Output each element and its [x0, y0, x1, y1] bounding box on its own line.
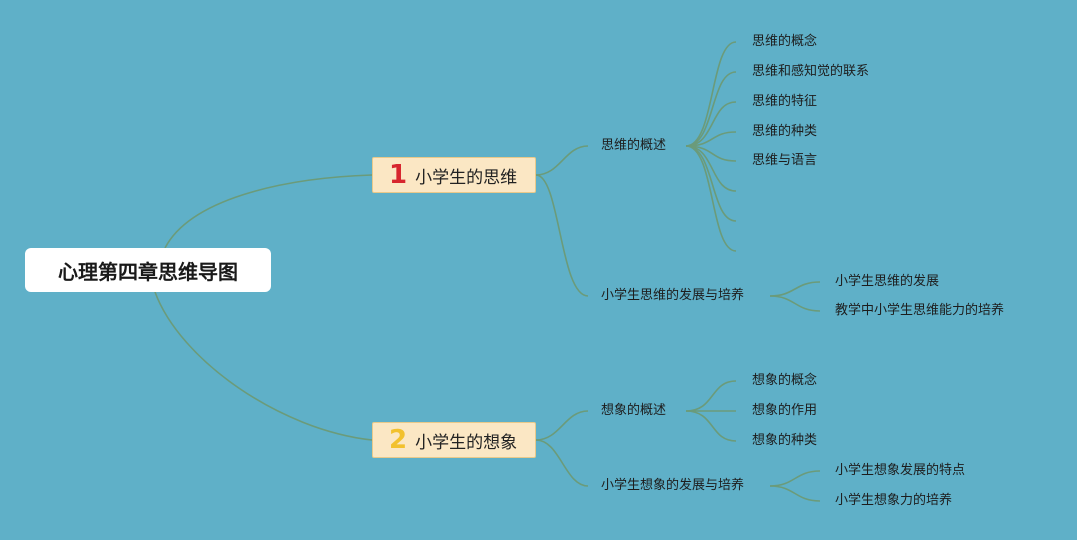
leaf-node[interactable]: 教学中小学生思维能力的培养 — [835, 303, 1005, 318]
sub-node-imagination-development[interactable]: 小学生想象的发展与培养 — [601, 478, 745, 493]
edge-fan-2 — [685, 71, 737, 147]
root-node-title[interactable]: 心理第四章思维导图 — [25, 248, 271, 292]
edge-fan-3 — [685, 101, 737, 147]
edge-b2s2-c1 — [769, 470, 821, 487]
number-1-icon: 1 — [389, 160, 408, 190]
branch-label: 小学生的想象 — [415, 432, 518, 453]
edge-fan-1 — [685, 41, 737, 147]
sub-node-imagination-overview[interactable]: 想象的概述 — [601, 403, 667, 418]
edge-b2s1-c3 — [685, 410, 737, 442]
branch-node-thinking[interactable]: 1 小学生的思维 — [372, 157, 536, 193]
leaf-node[interactable]: 小学生想象力的培养 — [835, 493, 953, 508]
branch-label: 小学生的思维 — [415, 167, 518, 188]
edge-b1s2-c2 — [769, 295, 821, 312]
edge-b2s1-c1 — [685, 380, 737, 412]
leaf-node[interactable]: 小学生想象发展的特点 — [835, 463, 966, 478]
leaf-node[interactable]: 思维的概念 — [752, 34, 818, 49]
edge-b2-sub2 — [535, 439, 589, 487]
edge-root-branch-2 — [154, 291, 373, 441]
edge-b2-sub1 — [535, 410, 589, 441]
edge-b1s2-c1 — [769, 281, 821, 297]
edge-b2s2-c2 — [769, 485, 821, 502]
leaf-node[interactable]: 思维的特征 — [752, 94, 818, 109]
edge-b1-sub2 — [535, 174, 589, 297]
leaf-node[interactable]: 小学生思维的发展 — [835, 274, 940, 289]
branch-node-imagination[interactable]: 2 小学生的想象 — [372, 422, 536, 458]
sub-node-thinking-development[interactable]: 小学生思维的发展与培养 — [601, 288, 745, 303]
edge-root-branch-1 — [164, 174, 373, 249]
leaf-node[interactable]: 思维和感知觉的联系 — [752, 64, 870, 79]
leaf-node[interactable]: 想象的作用 — [752, 403, 818, 418]
leaf-node[interactable]: 想象的概念 — [752, 373, 818, 388]
edge-b1-sub1 — [535, 145, 589, 176]
leaf-node[interactable]: 想象的种类 — [752, 433, 818, 448]
sub-node-thinking-overview[interactable]: 思维的概述 — [601, 138, 667, 153]
leaf-node[interactable]: 思维的种类 — [752, 124, 818, 139]
number-2-icon: 2 — [389, 425, 408, 455]
edge-fan-8 — [685, 145, 737, 252]
leaf-node[interactable]: 思维与语言 — [752, 153, 818, 168]
edge-fan-7 — [685, 145, 737, 222]
